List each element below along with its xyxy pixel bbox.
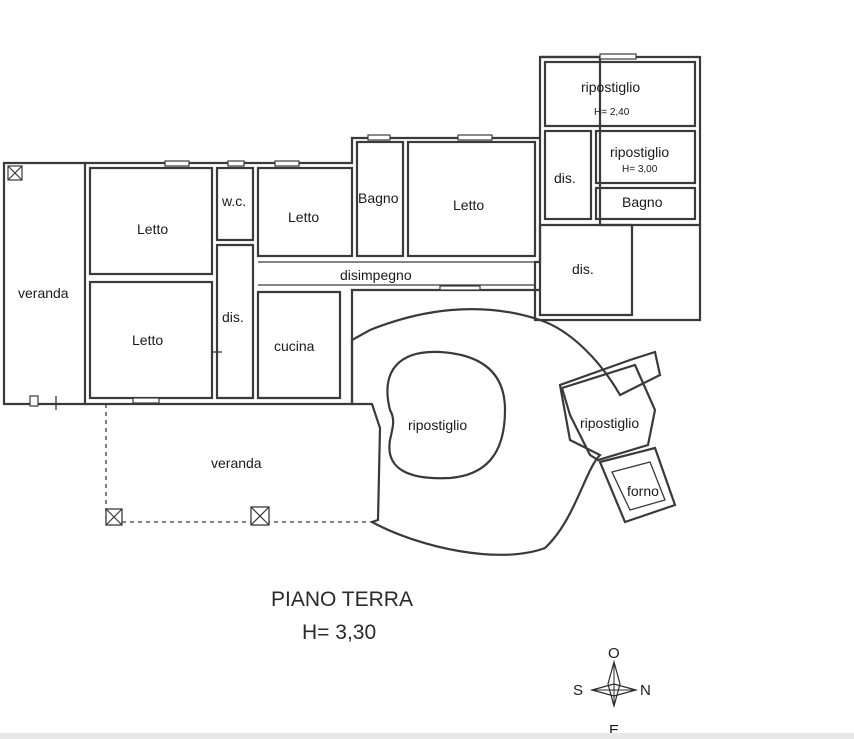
label-forno: forno bbox=[627, 483, 659, 499]
label-veranda-south: veranda bbox=[211, 455, 262, 471]
compass-north-label: N bbox=[640, 682, 651, 699]
plan-title: PIANO TERRA bbox=[271, 588, 413, 611]
forno-room bbox=[598, 446, 677, 524]
dis-east-top-room bbox=[543, 129, 593, 221]
ripostiglio-round-room bbox=[350, 308, 662, 556]
bagno-mid-room bbox=[355, 134, 405, 258]
label-disimpegno: disimpegno bbox=[340, 267, 412, 283]
label-bagno-east: Bagno bbox=[622, 194, 663, 210]
veranda-pillar-right bbox=[250, 506, 270, 526]
bagno-east-room bbox=[594, 186, 697, 221]
ripostiglio-top-room bbox=[543, 53, 697, 128]
label-ripostiglio-top: ripostiglio bbox=[581, 79, 640, 95]
label-dis-east: dis. bbox=[572, 261, 594, 277]
disimpegno-corridor bbox=[258, 261, 535, 291]
compass-east-label: E bbox=[609, 722, 619, 739]
page-bottom-edge bbox=[0, 733, 854, 739]
compass-south-label: S bbox=[573, 682, 583, 699]
dis-center-room bbox=[215, 243, 255, 400]
letto-ne-room bbox=[406, 134, 537, 258]
label-ripostiglio-east: ripostiglio bbox=[580, 415, 639, 431]
letto-mid-room bbox=[256, 160, 354, 258]
plan-height-note: H= 3,30 bbox=[302, 621, 376, 644]
label-veranda-west: veranda bbox=[18, 285, 69, 301]
label-ripostiglio-round: ripostiglio bbox=[408, 417, 467, 433]
compass-rose-icon bbox=[589, 659, 639, 709]
label-letto-sw: Letto bbox=[132, 332, 163, 348]
label-letto-mid: Letto bbox=[288, 209, 319, 225]
label-wc: w.c. bbox=[221, 193, 246, 209]
dis-east-room bbox=[538, 223, 634, 317]
ripostiglio-small-room bbox=[594, 129, 697, 185]
label-letto-ne: Letto bbox=[453, 197, 484, 213]
compass-west-label: O bbox=[608, 645, 620, 662]
wc-room bbox=[215, 160, 255, 242]
label-ripostiglio-top-h: H= 2,40 bbox=[594, 107, 630, 118]
label-dis-center: dis. bbox=[222, 309, 244, 325]
label-cucina: cucina bbox=[274, 338, 315, 354]
veranda-corner-marker bbox=[7, 165, 23, 181]
letto-nw-room bbox=[88, 160, 214, 276]
label-ripostiglio-small: ripostiglio bbox=[610, 144, 669, 160]
label-bagno-mid: Bagno bbox=[358, 190, 399, 206]
veranda-south-area bbox=[105, 404, 372, 523]
label-dis-east-top: dis. bbox=[554, 170, 576, 186]
veranda-pillar-left bbox=[105, 508, 123, 526]
ripostiglio-east-room bbox=[560, 363, 657, 462]
label-ripostiglio-small-h: H= 3,00 bbox=[622, 164, 658, 175]
cucina-room bbox=[256, 290, 342, 400]
label-letto-nw: Letto bbox=[137, 221, 168, 237]
